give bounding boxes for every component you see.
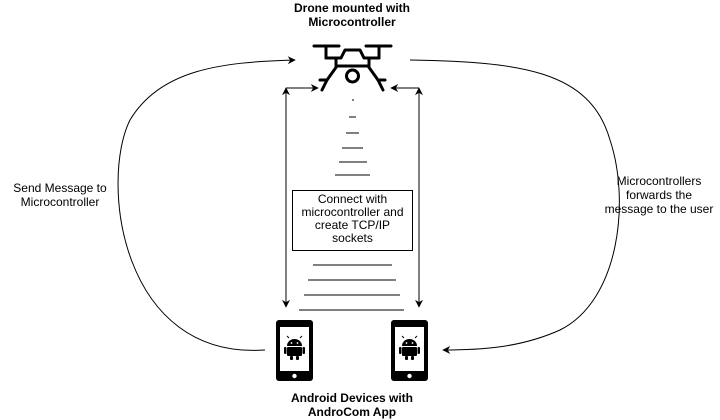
send-message-label: Send Message to Microcontroller [0, 181, 120, 209]
forwards-message-line2: forwards the [625, 188, 693, 202]
forwards-message-line3: message to the user [604, 202, 714, 216]
forwards-message-label: Microcontrollers forwards the message to… [598, 174, 720, 216]
send-message-line1: Send Message to [13, 181, 107, 195]
signal-lines-bottom [299, 264, 404, 311]
android-phone-icon-left [276, 320, 313, 381]
drone-title: Drone mounted with Microcontroller [262, 1, 442, 29]
connect-box-line3: create TCP/IP [314, 218, 391, 232]
drone-title-line2: Microcontroller [308, 15, 396, 29]
right-curve-arrow [409, 59, 620, 354]
connect-box-line4: sockets [332, 231, 373, 245]
devices-caption-line1: Android Devices with [290, 391, 414, 405]
left-curve-arrow [117, 56, 296, 351]
devices-caption: Android Devices with AndroCom App [262, 391, 442, 419]
connect-box-line2: microcontroller and [301, 205, 404, 219]
connect-box: Connect with microcontroller and create … [292, 190, 413, 251]
drone-icon [312, 44, 393, 92]
send-message-line2: Microcontroller [20, 195, 100, 209]
devices-caption-line2: AndroCom App [307, 405, 397, 419]
android-phone-icon-right [391, 320, 428, 381]
connect-box-line1: Connect with [317, 192, 388, 206]
signal-lines-top [335, 99, 370, 176]
drone-title-line1: Drone mounted with [294, 1, 410, 15]
forwards-message-line1: Microcontrollers [616, 174, 702, 188]
